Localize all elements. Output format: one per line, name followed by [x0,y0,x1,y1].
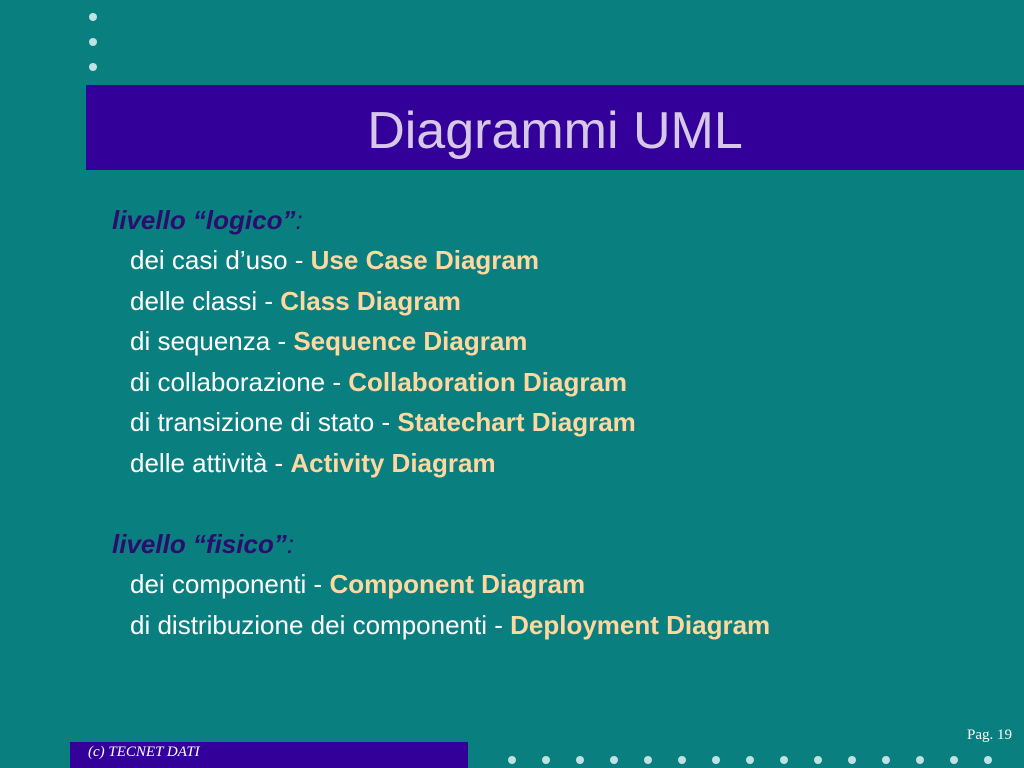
decor-dot [712,756,720,764]
slide-content: livello “logico”: dei casi d’uso - Use C… [112,200,1012,645]
decor-dot [848,756,856,764]
item-label: dei componenti - [130,569,330,599]
section-spacer [112,483,1012,524]
decor-dot [746,756,754,764]
decor-dot [89,63,97,71]
decor-dot [882,756,890,764]
diagram-name: Use Case Diagram [310,245,539,275]
list-item: di sequenza - Sequence Diagram [130,321,1012,362]
item-label: delle classi - [130,285,281,316]
heading-colon: : [286,529,295,559]
item-label: di sequenza - [130,326,294,356]
decor-dot [814,756,822,764]
diagram-name: Sequence Diagram [293,326,528,356]
list-item: delle attività - Activity Diagram [130,443,1012,484]
item-label: di collaborazione - [130,366,349,397]
diagram-name: Statechart Diagram [397,407,636,437]
page-number: Pag. 19 [967,727,1012,743]
item-label: dei casi d’uso - [130,245,311,275]
decor-dot [610,756,618,764]
list-item: dei componenti - Component Diagram [130,564,1012,605]
copyright-text: (c) TECNET DATI [88,744,200,760]
decor-dot [644,756,652,764]
list-item: delle classi - Class Diagram [130,281,1012,322]
section-heading-fisico: livello “fisico”: [112,524,1012,564]
diagram-name: Collaboration Diagram [348,366,628,397]
list-item: di collaborazione - Collaboration Diagra… [130,362,1012,403]
decor-dot [89,38,97,46]
decor-dot [780,756,788,764]
item-label: di distribuzione dei componenti - [130,609,511,640]
decor-dot [916,756,924,764]
item-label: delle attività - [130,447,291,478]
diagram-name: Component Diagram [329,569,586,599]
list-item: di transizione di stato - Statechart Dia… [130,402,1012,443]
item-label: di transizione di stato - [130,407,398,437]
footer-bar: (c) TECNET DATI [70,742,468,768]
list-item: dei casi d’uso - Use Case Diagram [130,240,1012,281]
heading-text: livello “fisico” [112,529,287,559]
decor-dot [508,756,516,764]
title-bar: Diagrammi UML [86,85,1024,170]
diagram-name: Deployment Diagram [510,609,771,640]
list-item: di distribuzione dei componenti - Deploy… [130,605,1012,646]
section-heading-logico: livello “logico”: [112,200,1012,240]
decor-dot [950,756,958,764]
decor-dot [984,756,992,764]
decor-dot [89,13,97,21]
slide-title: Diagrammi UML [367,102,743,160]
decor-dot [542,756,550,764]
heading-text: livello “logico” [112,205,296,235]
heading-colon: : [295,205,303,235]
decor-dot [576,756,584,764]
diagram-name: Class Diagram [280,285,461,316]
decor-dot [678,756,686,764]
diagram-name: Activity Diagram [290,447,496,478]
